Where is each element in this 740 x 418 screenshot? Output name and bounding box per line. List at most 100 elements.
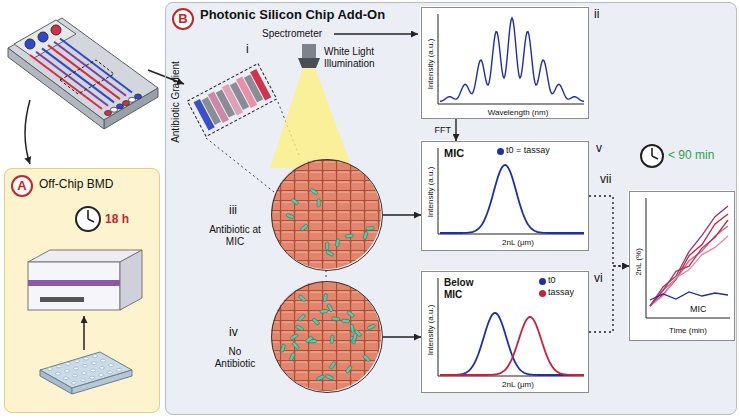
bacteria (350, 324, 355, 332)
plot-axis (438, 14, 584, 104)
well-plate (40, 370, 72, 394)
clock-icon (652, 148, 658, 159)
chip-device (54, 42, 126, 96)
panel: Off-Chip BMD18 hA (4, 168, 160, 413)
part-number: iv (229, 326, 238, 340)
zoom-line (326, 270, 327, 280)
part-label: Spectrometer (262, 28, 322, 40)
zoom-line (206, 138, 274, 192)
panel-letter: B (178, 12, 187, 27)
plot-curve (440, 317, 584, 375)
panel-title: Off-Chip BMD (39, 178, 113, 192)
plot-curve (650, 220, 728, 306)
chip-device (51, 25, 61, 35)
bacteria (300, 224, 308, 232)
bacteria (335, 239, 339, 247)
plot-ground (420, 6, 734, 392)
well-plate (83, 364, 88, 367)
bacteria (363, 354, 371, 362)
bacteria (280, 344, 285, 353)
well-plate (73, 374, 78, 377)
axis-label: Intensity (a.u.) (426, 167, 435, 218)
connector (455, 119, 456, 141)
part-number: v (596, 142, 602, 156)
chip-device (8, 18, 158, 129)
connector (383, 336, 421, 337)
axis-label: Time (min) (669, 326, 707, 335)
bacteria (366, 226, 374, 230)
part-number: vi (594, 272, 603, 286)
chip-device (48, 45, 120, 99)
part-number: ii (594, 8, 599, 22)
plot-ground (420, 270, 588, 392)
plate-reader (120, 250, 142, 310)
plot-ground (420, 6, 588, 118)
chip-device (111, 107, 118, 112)
bacteria (295, 325, 304, 332)
bacteria (316, 375, 325, 381)
well-plate (48, 368, 53, 371)
circle-caption: Antibiotic at MIC (208, 224, 262, 247)
plot-axis (438, 278, 584, 376)
legend-swatch (497, 148, 504, 155)
duration: < 90 min (668, 149, 714, 163)
bacteria (345, 234, 353, 238)
bacteria (292, 342, 300, 350)
well-plate (74, 367, 79, 370)
connector (589, 196, 629, 266)
plate-reader (28, 262, 120, 310)
zoom-circle: Antibiotic at MIC (271, 159, 383, 271)
chip-device (105, 94, 142, 116)
clock-icon (76, 207, 100, 231)
connector (383, 214, 421, 215)
bacteria (325, 250, 334, 257)
panel-letter: A (17, 179, 26, 194)
photonic-surface (270, 280, 382, 392)
well-plate (82, 372, 87, 375)
connector (589, 266, 629, 332)
bacteria (286, 188, 374, 256)
bacteria (298, 314, 306, 322)
photonic-surface (270, 158, 382, 270)
well-plate (91, 369, 96, 372)
axis-label: 2nL (%) (634, 248, 643, 276)
gradient-chip (187, 64, 276, 137)
pointer-arrow (25, 70, 184, 164)
plot-curve (440, 18, 584, 101)
chip-device (42, 48, 114, 102)
bacteria (363, 231, 368, 240)
chip-device (123, 101, 130, 106)
bacteria (320, 309, 328, 313)
well-plate (72, 370, 132, 394)
well-plate (56, 372, 61, 375)
chip-device (60, 39, 132, 93)
plot-axis (438, 148, 584, 234)
bacteria (298, 294, 306, 302)
bacteria (330, 335, 334, 343)
spectrometer-arrow (334, 33, 418, 35)
plot-curve (650, 236, 728, 306)
axis-label: 2nL (μm) (502, 238, 534, 247)
edge-label: FFT (435, 125, 452, 135)
plot-curve (650, 206, 728, 306)
well-plate (72, 381, 77, 384)
well-plate (90, 376, 95, 379)
white-light-lamp (302, 44, 316, 58)
plot-curve (650, 214, 728, 306)
plot-axis (438, 14, 730, 376)
plot-box: MIC2nL (%)Time (min) (629, 191, 735, 341)
axis-label: 2nL (μm) (502, 380, 534, 389)
bacteria (310, 188, 319, 195)
bacteria (305, 336, 313, 343)
plate-reader (40, 297, 84, 302)
panel: Photonic Silicon Chip Add-On B Intensity (… (165, 2, 737, 415)
plot-ground (420, 140, 588, 250)
well-plate (100, 366, 105, 369)
bacteria (289, 352, 295, 361)
circle-caption: No Antibiotic (208, 346, 262, 369)
part-number: iii (229, 204, 237, 218)
gradient-chip (187, 64, 276, 137)
panel-title: Photonic Silicon Chip Add-On (200, 8, 385, 23)
plate-reader (28, 250, 142, 310)
plate-reader (28, 280, 120, 286)
